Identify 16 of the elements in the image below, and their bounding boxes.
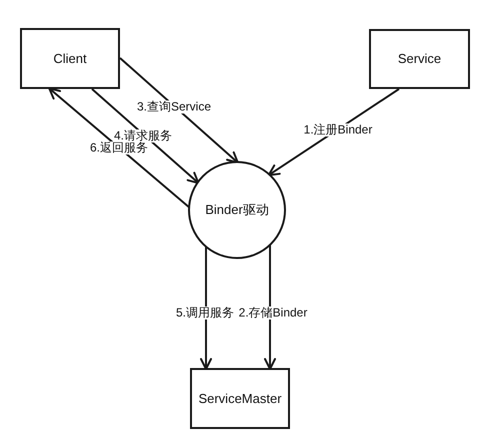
edge-label: 6.返回服务 [89, 142, 149, 154]
edge-label: 2.存储Binder [238, 306, 308, 320]
arrow [268, 88, 400, 176]
edge-label: 1.注册Binder [302, 124, 374, 136]
arrow [48, 87, 190, 208]
edge-label: 4.请求服务 [113, 130, 173, 142]
arrow [119, 57, 239, 164]
circle-node: Binder驱动 [188, 161, 286, 259]
edge-label: 5.调用服务 [175, 306, 235, 320]
process-box: ServiceMaster [190, 368, 290, 429]
arrow [91, 88, 200, 184]
process-box: Service [369, 29, 470, 89]
arrow [264, 244, 276, 370]
edge-label: 3.查询Service [136, 100, 212, 114]
process-box: Client [20, 28, 120, 89]
arrow [200, 246, 212, 370]
